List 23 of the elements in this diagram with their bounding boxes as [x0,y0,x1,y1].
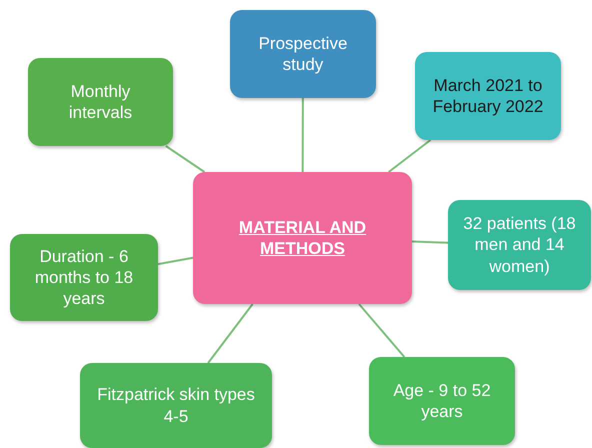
topic-box [10,234,158,321]
topic-text: Fitzpatrick skin types 4-5 [96,384,256,427]
topic-text: Age - 9 to 52 years [392,380,492,422]
topic-text: March 2021 to February 2022 [432,74,544,118]
topic-box [448,200,591,290]
connector-line [388,139,432,173]
connector-line [302,98,304,172]
topic-box [369,357,515,445]
connector-line [165,145,206,173]
topic-box [80,363,272,448]
topic-box [230,10,376,98]
central-topic-box [193,172,412,304]
topic-box [415,52,561,140]
topic-text: Duration - 6 months to 18 years [34,246,134,310]
topic-text: 32 patients (18 men and 14 women) [462,213,577,277]
topic-text: Prospective study [258,32,348,76]
connector-line [207,303,254,364]
connector-line [412,240,448,244]
topic-heading: MATERIAL AND METHODS [238,216,368,260]
connector-line [358,303,406,358]
connector-line [158,256,194,266]
topic-text: Monthly intervals [68,80,134,124]
topic-box [28,58,173,146]
